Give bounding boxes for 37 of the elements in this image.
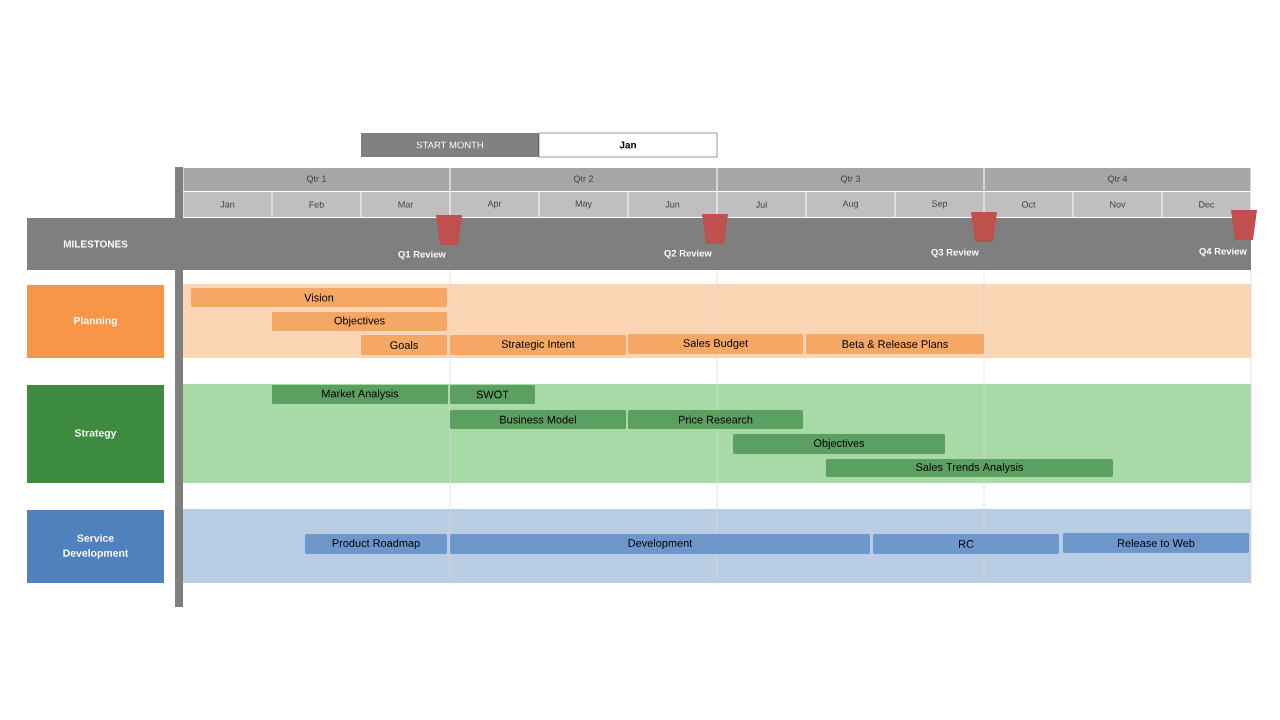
node-label: Strategic Intent: [501, 339, 575, 351]
node-label: Business Model: [500, 415, 576, 424]
month-header: Apr: [450, 192, 539, 217]
month-field: Jan: [538, 132, 718, 158]
month-header: Jan: [183, 192, 272, 217]
month-header: Sep: [895, 192, 984, 217]
month-header: May: [539, 192, 628, 217]
month-header: Mar: [361, 192, 450, 217]
month-header: Nov: [1073, 192, 1162, 217]
task-bar: Release to Web: [1063, 533, 1249, 553]
task-bar: Objectives: [733, 434, 945, 454]
node-label: Price Research: [678, 415, 753, 424]
task-bar: Sales Budget: [628, 334, 803, 354]
task-bar: Goals: [361, 335, 447, 355]
task-bar: Development: [450, 534, 870, 554]
quarter-header: Qtr 3: [717, 168, 984, 191]
node-label: Sales Budget: [683, 338, 748, 350]
month-header: Feb: [272, 192, 361, 217]
task-bar: Product Roadmap: [305, 534, 447, 554]
node-label: Market Analysis: [322, 389, 399, 400]
quarter-header: Qtr 4: [984, 168, 1251, 191]
row-header: MILESTONES: [63, 240, 128, 248]
month-header: Aug: [806, 192, 895, 217]
month-header: Jul: [717, 192, 806, 217]
category-box: Strategy: [27, 385, 164, 483]
category-box: Planning: [27, 285, 164, 358]
month-header: Dec: [1162, 192, 1251, 217]
start-month-label: START MONTH: [361, 133, 539, 157]
category-box: Service Development: [27, 510, 164, 583]
node-label: SWOT: [476, 390, 509, 399]
quarter-header: Qtr 2: [450, 168, 717, 191]
month-header: Jun: [628, 192, 717, 217]
task-bar: RC: [873, 534, 1059, 554]
task-bar: Strategic Intent: [450, 335, 626, 355]
month-header: Oct: [984, 192, 1073, 217]
task-bar: Beta & Release Plans: [806, 334, 984, 354]
quarter-header: Qtr 1: [183, 168, 450, 191]
